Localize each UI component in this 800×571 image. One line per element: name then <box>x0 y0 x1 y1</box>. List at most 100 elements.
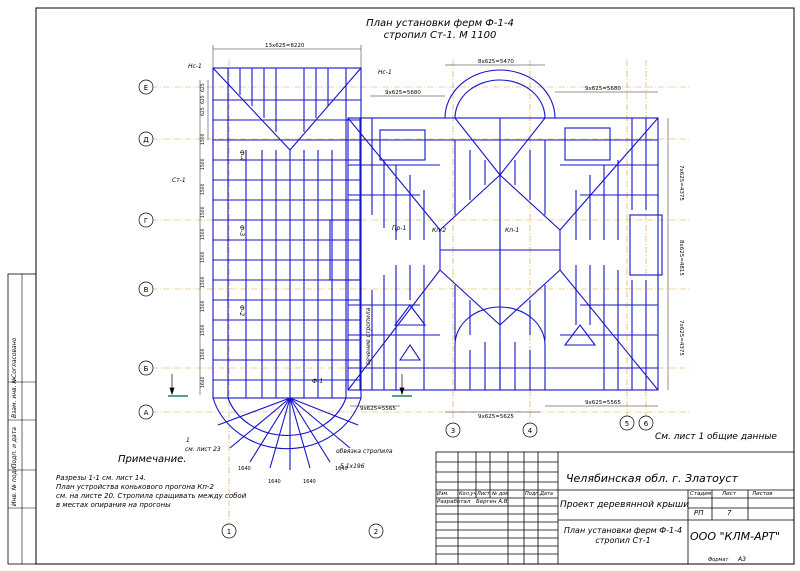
label-kp1: Кп-1 <box>505 227 519 234</box>
axis-bubble-col <box>368 523 384 539</box>
drawing-title: План установки ферм Ф-1-4 стропил Ст-1. … <box>360 18 520 42</box>
axis-bubble-row <box>138 281 154 297</box>
vdim: 1500 <box>200 206 206 218</box>
label-kp2: Кп-2 <box>432 227 446 234</box>
arc-dim: 1640 <box>335 466 348 472</box>
axis-label-col: 3 <box>451 427 455 435</box>
notes-heading: Примечание. <box>118 454 187 465</box>
label-f2: Ф-2 <box>238 305 245 316</box>
vdim: 1500 <box>200 228 206 240</box>
arc-dim: 1640 <box>238 466 251 472</box>
label-f4: Ф-4 <box>238 150 245 161</box>
strip-label-sign: Подп. и дата <box>11 427 18 468</box>
axis-bubbles <box>138 79 654 539</box>
dim-right-lower: 7х625=4375 <box>678 320 684 356</box>
dim-top-left: 13х625=8220 <box>265 43 305 49</box>
drawing-title-line1: План установки ферм Ф-1-4 <box>366 18 514 29</box>
axis-label-row: Б <box>144 365 149 373</box>
axis-label-col: 2 <box>374 528 378 536</box>
vdim: 1500 <box>200 183 206 195</box>
tb-hdr-list: Лист <box>477 491 490 497</box>
axis-label-col: 6 <box>644 420 649 428</box>
strip-label-replace: Взам. инв. № <box>11 377 18 418</box>
tb-hdr-podp: Подп. <box>525 491 541 497</box>
member-labels: Нс-1 Нс-1 Ст-1 Ф-4 Ф-3 Ф-2 Ф-1 Кп-1 Кп-2… <box>172 63 519 470</box>
dim-bottom-right: 9х625=5565 <box>585 400 621 406</box>
axis-bubble-row <box>138 131 154 147</box>
label-nc1: Нс-1 <box>378 69 392 76</box>
tb-format-label: Формат <box>708 557 729 563</box>
section-note-1: обвязка стропила <box>336 448 393 455</box>
section-ref: см. лист 23 <box>185 446 221 453</box>
dim-mid-left: 9х625=5680 <box>385 90 421 96</box>
vdim: 1500 <box>200 348 206 360</box>
vdim: 1500 <box>200 300 206 312</box>
tb-sheet: 7 <box>727 509 732 517</box>
axis-label-col: 1 <box>227 528 231 536</box>
section-mark: 1 <box>186 437 190 444</box>
vdim: 1500 <box>200 158 206 170</box>
see-sheet-note: См. лист 1 общие данные <box>655 432 777 442</box>
axis-label-row: Е <box>144 84 148 92</box>
axis-bubble-row <box>138 79 154 95</box>
dimension-texts: 13х625=8220 8х625=5470 9х625=5680 9х625=… <box>265 43 684 420</box>
dim-top-mid: 8х625=5470 <box>478 59 514 65</box>
strip-label-inv: Инв. № подл. <box>11 464 18 506</box>
strip-label-agreed: Согласовано <box>11 337 18 378</box>
tb-project: Проект деревянной крыши <box>560 500 690 510</box>
note-line: План устройства конькового прогона Кп-2 <box>56 483 214 491</box>
vdim: 625 <box>200 95 206 104</box>
tb-hdr-izm: Изм. <box>437 491 449 497</box>
section-arrows <box>169 374 405 396</box>
axis-bubble-col <box>445 422 461 438</box>
axis-bubble-col <box>619 415 635 431</box>
tb-hdr-ndok: № док <box>492 491 509 497</box>
vdim: 625 <box>200 83 206 92</box>
axis-bubble-row <box>138 404 154 420</box>
note-line: см. на листе 20. Стропила сращивать межд… <box>56 492 247 500</box>
arc-dim: 1640 <box>303 479 316 485</box>
dim-right-mid: 8х625=4815 <box>678 240 684 276</box>
left-binding-strip <box>7 273 37 565</box>
section-note-2: 5 1х196 <box>340 463 365 470</box>
axis-label-col: 5 <box>625 420 629 428</box>
tb-stage-label: Стадия <box>690 491 712 497</box>
left-bay-fan <box>212 397 362 470</box>
dim-bottom-mid: 9х625=5625 <box>478 414 514 420</box>
axis-label-col: 4 <box>528 427 533 435</box>
arc-dim: 1640 <box>268 479 281 485</box>
vdim: 625 <box>200 107 206 116</box>
drawing-title-line2: стропил Ст-1. М 1100 <box>383 30 497 41</box>
tb-sheet-label: Лист <box>722 491 736 497</box>
main-roof-frame <box>329 69 663 391</box>
tb-role: Разработал <box>437 499 471 505</box>
vdim: 1500 <box>200 133 206 145</box>
label-st1: Ст-1 <box>172 177 186 184</box>
note-line: Разрезы 1-1 см. лист 14. <box>56 474 147 482</box>
left-wing-rafters <box>212 67 362 399</box>
notes-block: Разрезы 1-1 см. лист 14. План устройства… <box>56 474 246 510</box>
label-nc1: Нс-1 <box>188 63 202 70</box>
label-pr1: Пр-1 <box>392 225 406 232</box>
axis-bubble-col <box>221 523 237 539</box>
tb-sheet-title: План установки ферм Ф-1-4 стропил Ст-1 <box>563 526 683 545</box>
axis-bubble-row <box>138 360 154 376</box>
tb-format: А3 <box>738 556 746 563</box>
axis-bubble-labels: Е Д Г В Б А 1 2 3 4 5 6 <box>143 84 649 536</box>
title-block-frame <box>435 451 795 565</box>
dim-top-right: 9х625=5680 <box>585 86 621 92</box>
axis-bubble-col <box>638 415 654 431</box>
dim-right-upper: 7х625=4375 <box>678 165 684 201</box>
dim-bottom-small: 9х625=5565 <box>360 406 396 412</box>
vdim: 1640 <box>200 376 206 388</box>
tb-hdr-kol: Кол.уч <box>459 491 477 497</box>
axis-label-row: Д <box>143 136 149 144</box>
axis-bubble-col <box>522 422 538 438</box>
tb-company: ООО "КЛМ-АРТ" <box>690 530 781 543</box>
vdim: 1500 <box>200 324 206 336</box>
tb-location: Челябинская обл. г. Златоуст <box>566 472 738 485</box>
tb-sheets-label: Листов <box>752 491 773 497</box>
label-f1: Ф-1 <box>312 378 323 385</box>
